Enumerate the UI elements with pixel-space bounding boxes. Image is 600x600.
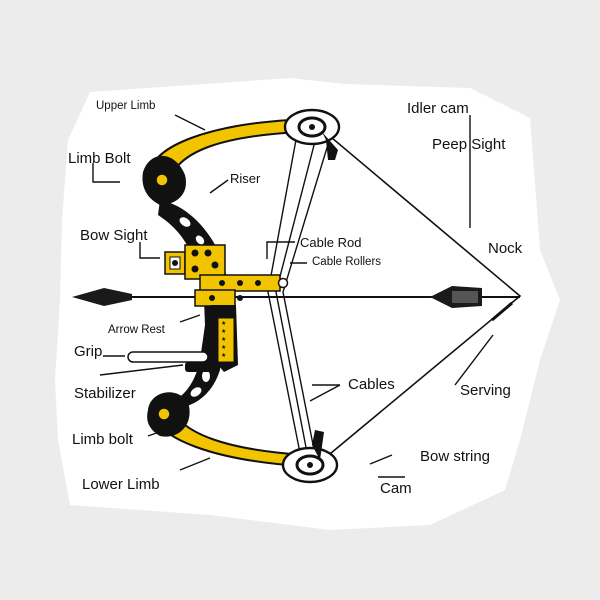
label-arrow-rest: Arrow Rest (108, 324, 165, 336)
label-limb-bolt-lower: Limb bolt (72, 431, 133, 448)
idler-cam (283, 108, 341, 160)
label-grip: Grip (74, 343, 103, 360)
svg-text:★: ★ (221, 336, 226, 343)
label-cables: Cables (348, 376, 395, 393)
cables (267, 117, 334, 471)
leader-lines (92, 114, 494, 478)
label-idler-cam: Idler cam (407, 100, 469, 117)
svg-text:★: ★ (221, 320, 226, 327)
label-upper-limb: Upper Limb (96, 100, 156, 112)
stabilizer (127, 351, 213, 372)
label-riser: Riser (230, 171, 261, 186)
label-bow-string: Bow string (420, 448, 491, 465)
label-cam: Cam (380, 480, 412, 497)
svg-text:★: ★ (221, 352, 226, 359)
grip: ★ ★ ★ ★ ★ (210, 305, 238, 372)
svg-text:★: ★ (221, 328, 226, 335)
cable-rollers (277, 277, 289, 289)
label-nock: Nock (488, 240, 523, 257)
label-stabilizer: Stabilizer (74, 385, 136, 402)
label-lower-limb: Lower Limb (82, 476, 160, 493)
label-serving: Serving (460, 382, 511, 399)
serving-segment (491, 301, 513, 322)
label-limb-bolt-upper: Limb Bolt (68, 150, 131, 167)
arrow-head (72, 288, 132, 306)
label-bow-sight: Bow Sight (80, 227, 148, 244)
label-cable-rod: Cable Rod (300, 235, 362, 250)
svg-text:★: ★ (221, 344, 226, 351)
cam (281, 430, 339, 484)
label-peep-sight: Peep Sight (432, 136, 506, 153)
label-cable-rollers: Cable Rollers (312, 256, 382, 268)
